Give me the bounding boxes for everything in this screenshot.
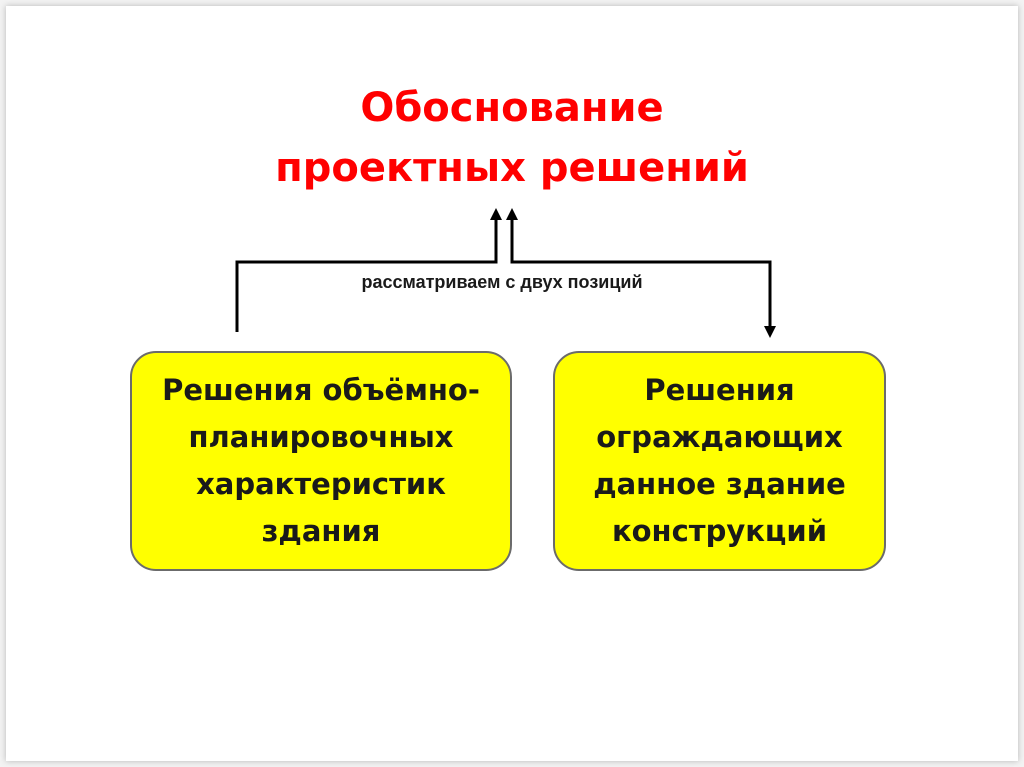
diagram-title: Обоснование проектных решений: [0, 78, 1024, 198]
arrow-to-title-left: [235, 208, 502, 332]
connector-label: рассматриваем с двух позиций: [361, 272, 643, 292]
title-line-1: Обоснование: [360, 85, 664, 131]
arrow-to-title-right: [506, 208, 776, 338]
title-line-2: проектных решений: [275, 145, 749, 191]
box-space-planning-decisions: Решения объёмно- планировочных характери…: [130, 351, 512, 571]
box-enclosing-structures-decisions: Решения ограждающих данное здание констр…: [553, 351, 886, 571]
